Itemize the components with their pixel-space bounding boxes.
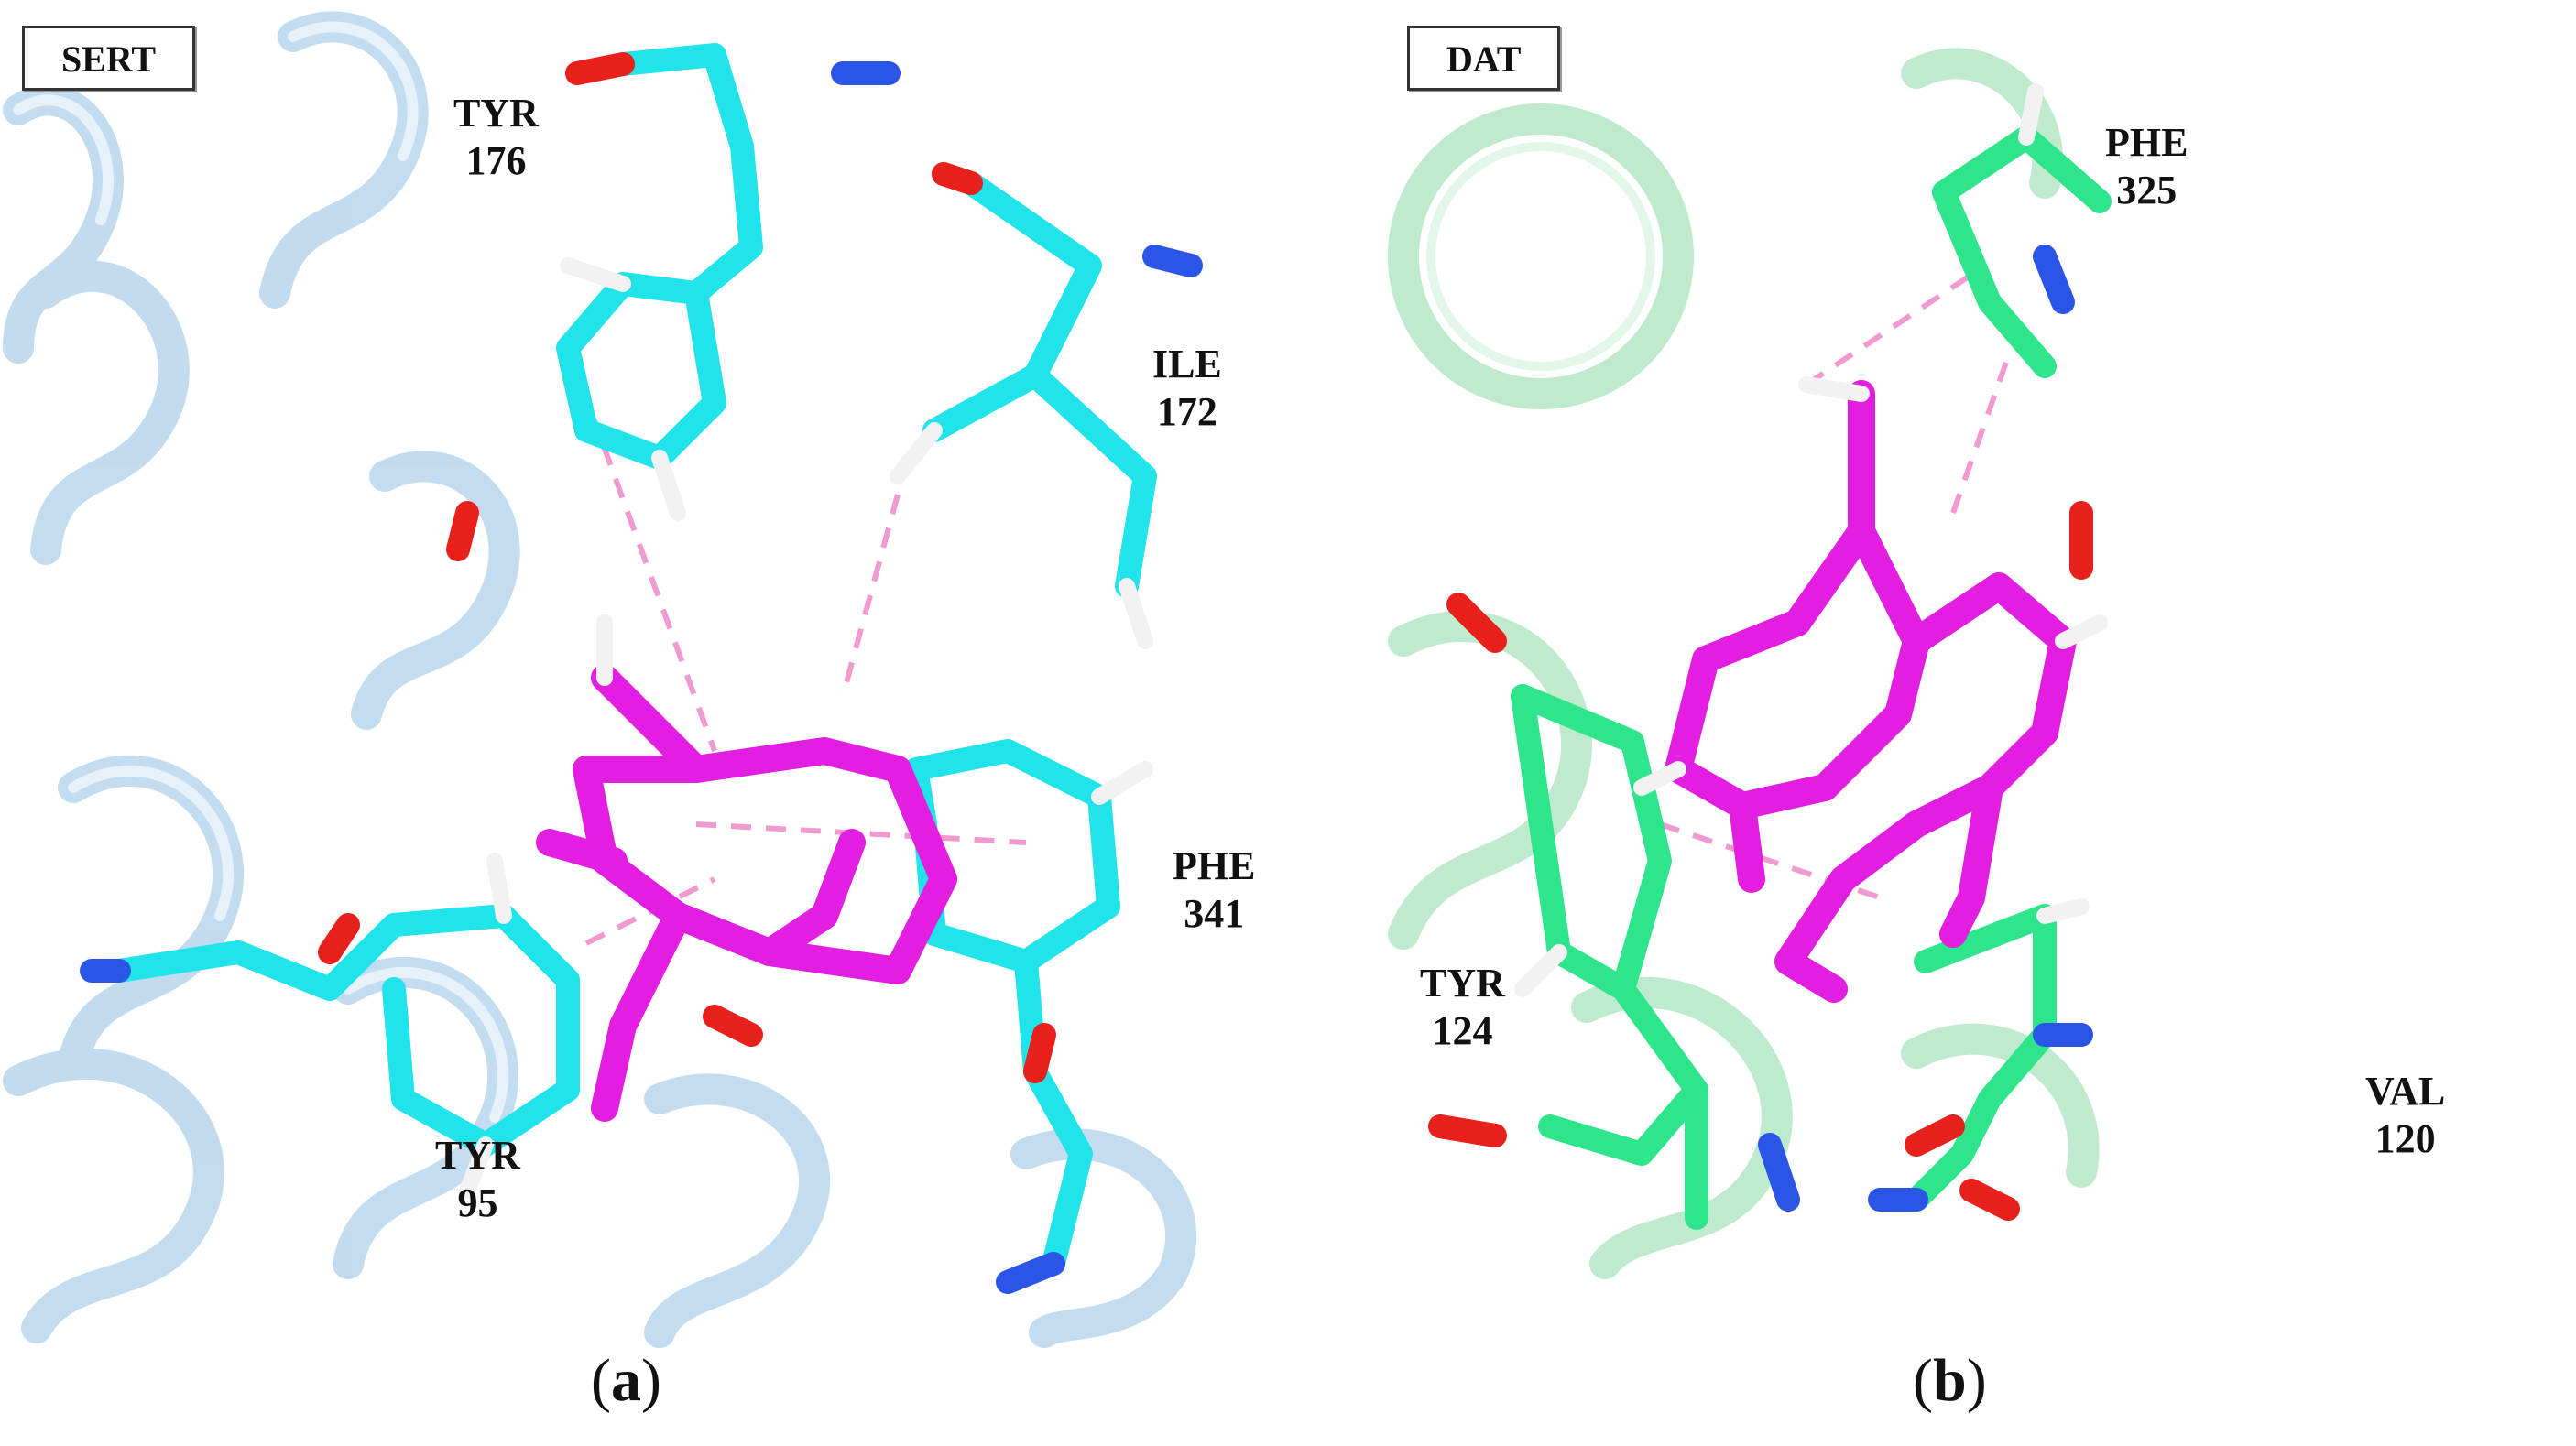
caption-b-close: ): [1966, 1347, 1987, 1414]
sert-structure-image: [3, 11, 1203, 1348]
residue-label-tyr124: TYR 124: [1420, 961, 1505, 1053]
residue-label-tyr95: TYR 95: [435, 1133, 520, 1225]
dat-tag: DAT: [1407, 26, 1561, 91]
residue-label-phe325: PHE 325: [2105, 120, 2189, 212]
residue-label-val120: VAL 120: [2365, 1069, 2446, 1161]
residue-label-ile172: ILE 172: [1152, 342, 1222, 434]
sert-panel: SERT TYR 176 ILE 172 PHE 341 TYR 95: [3, 0, 1255, 1348]
dat-structure-image: [1388, 48, 2112, 1279]
caption-a-letter: a: [610, 1347, 641, 1414]
residue-label-phe341: PHE 341: [1173, 843, 1256, 936]
dat-panel: DAT TYR 124: [1388, 0, 2112, 1279]
sert-tag: SERT: [22, 26, 196, 91]
residue-label-tyr176: TYR 176: [453, 91, 539, 183]
caption-b-letter: b: [1932, 1347, 1967, 1414]
caption-a-open: (: [591, 1347, 611, 1414]
caption-b: (b): [1913, 1346, 1987, 1416]
caption-a: (a): [591, 1346, 661, 1416]
caption-a-close: ): [640, 1347, 661, 1414]
caption-b-open: (: [1913, 1347, 1933, 1414]
